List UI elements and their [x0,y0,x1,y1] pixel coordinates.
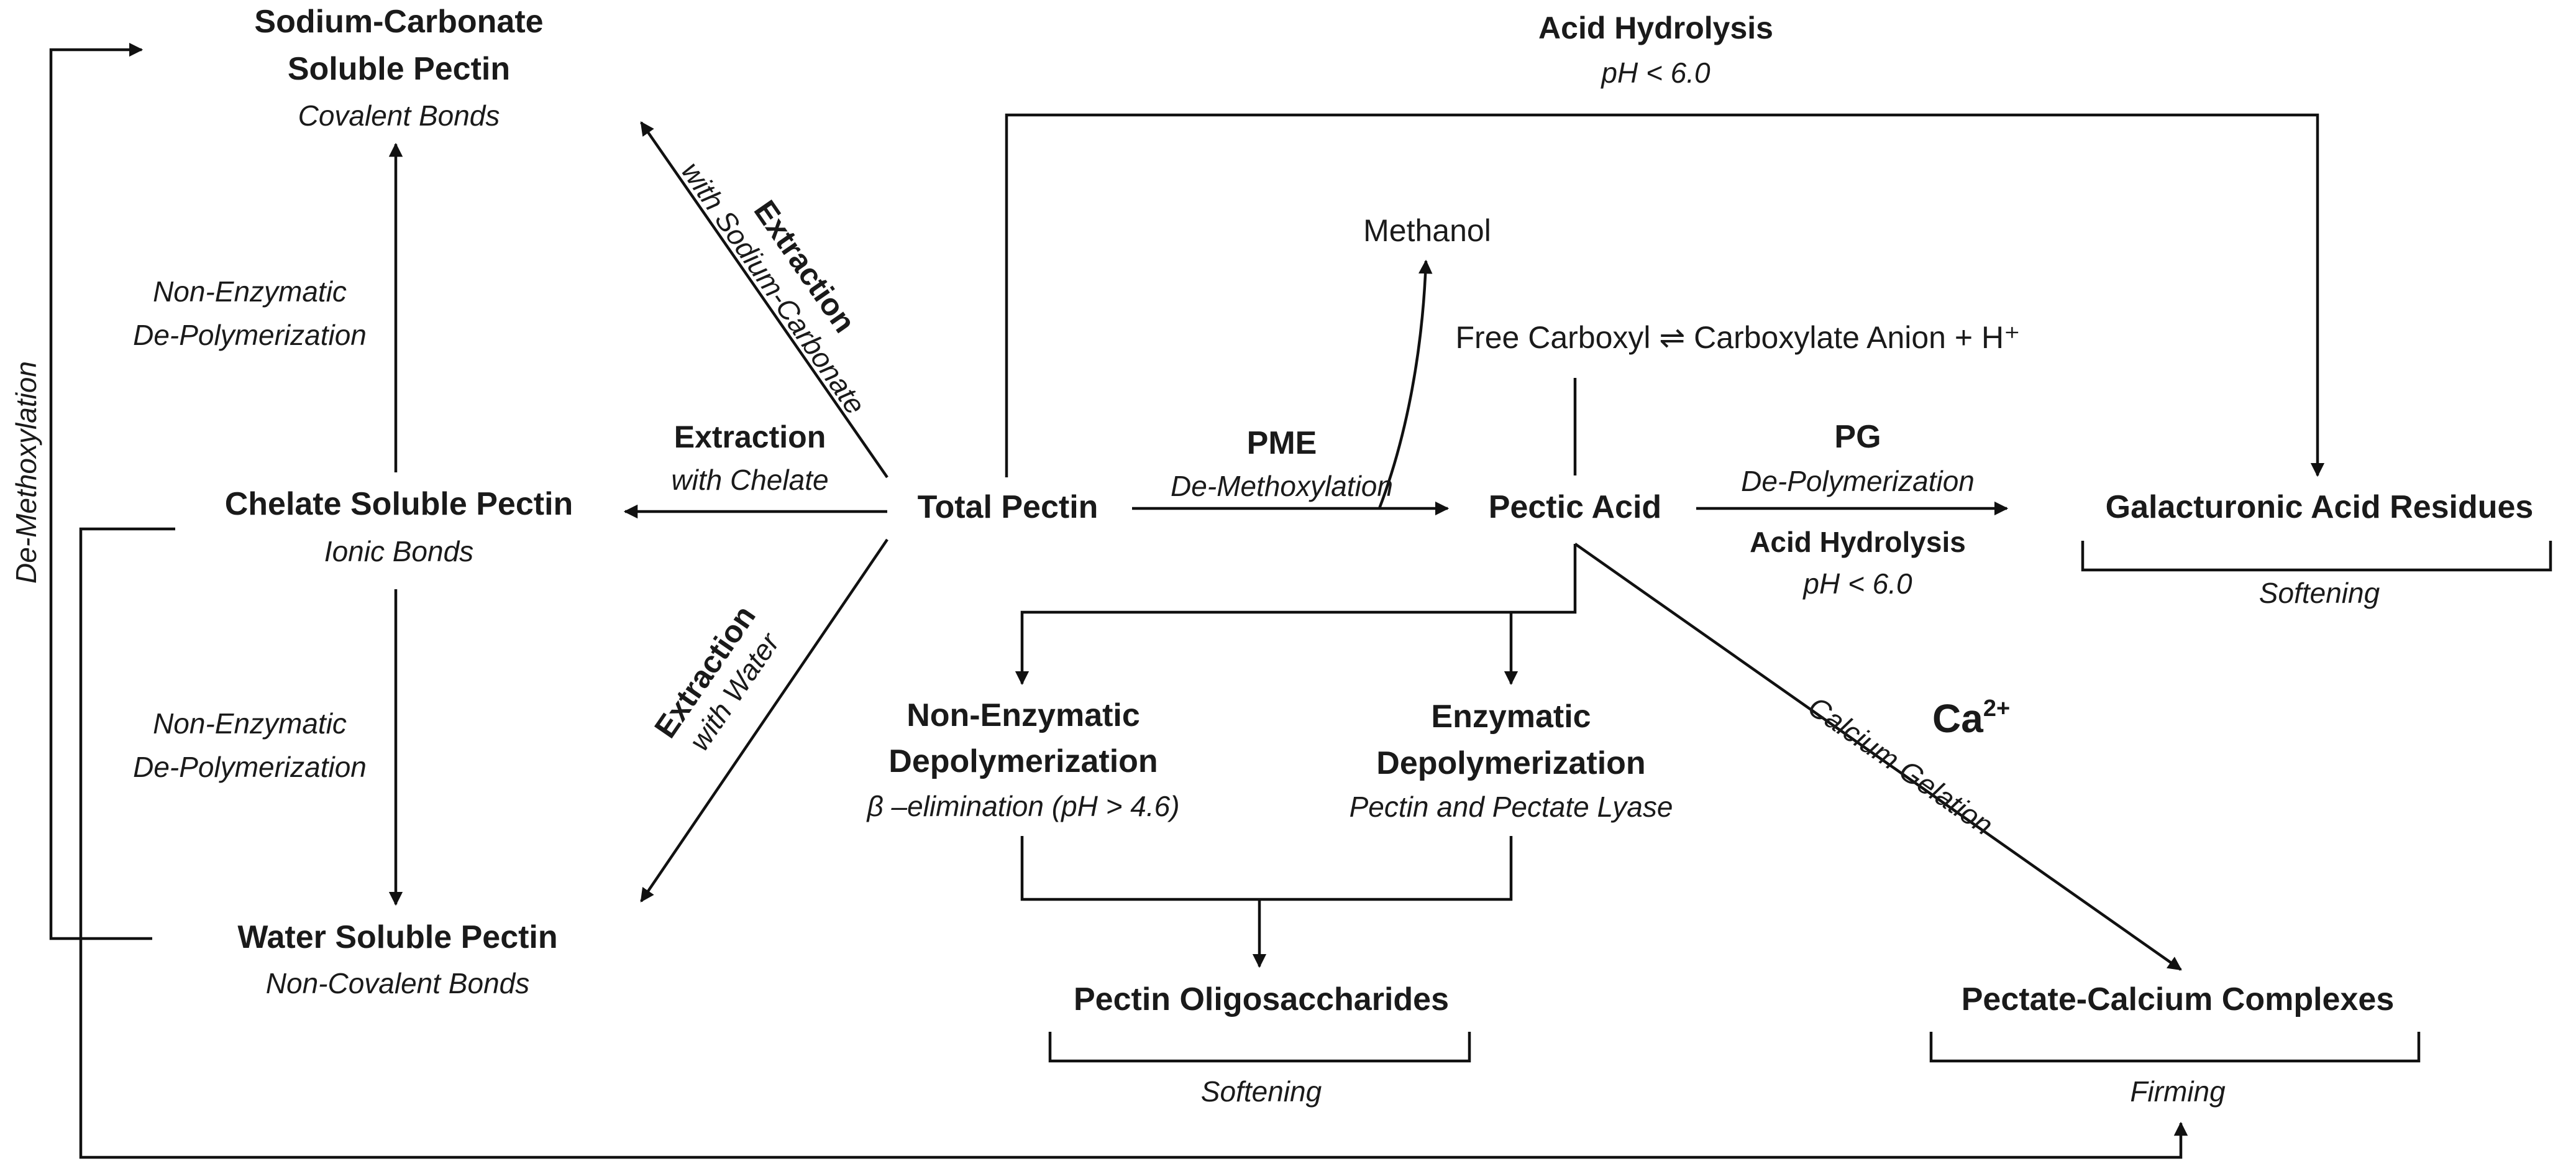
node-title: Soluble Pectin [288,51,510,87]
calcium-ion-label: Ca2+ [1932,696,2010,741]
arrow-acid-hydrolysis-top [1005,113,2325,477]
edge-extraction-sodium-carbonate: Extraction with Sodium-Carbonate [675,156,872,420]
node-title: Pectin Oligosaccharides [1074,981,1449,1017]
node-title: Depolymerization [1376,745,1645,781]
edge-calcium-gelation: Ca2+ Calcium Gelation [1802,690,2010,842]
edge-label: De-Methoxylation [10,361,42,584]
node-total-pectin: Total Pectin [918,489,1098,525]
edge-title: Acid Hydrolysis [1538,11,1773,45]
edge-subtitle: De-Polymerization [1741,465,1975,497]
node-enzymatic-depolymerization: Enzymatic Depolymerization Pectin and Pe… [1350,699,1673,823]
node-title: Enzymatic [1431,699,1591,735]
edge-title: Extraction [674,420,826,454]
edge-title: PG [1834,419,1881,455]
node-title: Water Soluble Pectin [237,919,557,955]
arrow-bottom-loop [79,527,2188,1159]
node-title: Depolymerization [888,743,1158,779]
arrow-demethoxylation-loop [49,42,152,940]
edge-extraction-chelate: Extraction with Chelate [671,420,828,496]
node-title: Chelate Soluble Pectin [225,486,573,522]
edge-line: De-Polymerization [133,751,367,783]
merge-depolymerization [1020,836,1513,901]
edge-de-methoxylation-side: De-Methoxylation [10,361,42,584]
edge-line: Non-Enzymatic [153,275,347,308]
node-title: Sodium-Carbonate [254,4,543,40]
bracket-galacturonic [2081,541,2552,572]
arrow-extraction-sodium [640,121,888,479]
node-note: Softening [1201,1075,1322,1108]
node-subtitle: Non-Covalent Bonds [266,967,529,999]
edge-line: Non-Enzymatic [153,707,347,740]
edge-pg: PG De-Polymerization Acid Hydrolysis pH … [1741,419,1975,600]
node-subtitle: Covalent Bonds [298,99,500,132]
node-title: Non-Enzymatic [907,697,1140,733]
arrow-extraction-water [640,538,888,902]
edge-line: De-Polymerization [133,319,367,351]
node-carboxyl-equilibrium: Free Carboxyl ⇌ Carboxylate Anion + H⁺ [1456,320,2021,355]
edge-non-enzymatic-lower: Non-Enzymatic De-Polymerization [133,707,367,783]
edge-title-secondary: Acid Hydrolysis [1750,526,1966,558]
edge-acid-hydrolysis-top: Acid Hydrolysis pH < 6.0 [1538,11,1773,89]
calcium-ion-charge: 2+ [1983,696,2010,722]
node-title: Galacturonic Acid Residues [2106,489,2534,525]
edge-pme: PME De-Methoxylation [1171,425,1393,502]
node-subtitle: β –elimination (pH > 4.6) [866,790,1179,822]
node-chelate-pectin: Chelate Soluble Pectin Ionic Bonds [225,486,573,567]
node-pectic-acid: Pectic Acid [1489,489,1661,525]
edge-non-enzymatic-upper: Non-Enzymatic De-Polymerization [133,275,367,351]
node-subtitle: Pectin and Pectate Lyase [1350,791,1673,823]
node-sodium-carbonate-pectin: Sodium-Carbonate Soluble Pectin Covalent… [254,4,543,132]
edge-title: PME [1247,425,1317,461]
arrow-to-non-enzymatic [1015,544,1577,686]
edge-condition: pH < 6.0 [1600,57,1710,89]
node-title: Pectate-Calcium Complexes [1962,981,2395,1017]
node-water-pectin: Water Soluble Pectin Non-Covalent Bonds [237,919,557,999]
calcium-ion-symbol: Ca [1932,696,1983,741]
connectors [49,42,2552,1159]
node-subtitle: Ionic Bonds [324,535,473,567]
bracket-oligosaccharides [1048,1032,1471,1063]
node-pectin-oligosaccharides: Pectin Oligosaccharides Softening [1074,981,1449,1108]
node-non-enzymatic-depolymerization: Non-Enzymatic Depolymerization β –elimin… [866,697,1179,822]
node-galacturonic-acid: Galacturonic Acid Residues Softening [2106,489,2534,609]
node-methanol: Methanol [1363,213,1491,248]
arrow-calcium-gelation [1574,543,2182,971]
node-note: Firming [2130,1075,2226,1108]
edge-extraction-water: Extraction with Water [647,599,786,756]
bracket-calcium-complexes [1929,1032,2421,1063]
edge-subtitle: with Chelate [671,464,828,496]
node-note: Softening [2259,577,2380,609]
node-pectate-calcium-complexes: Pectate-Calcium Complexes Firming [1962,981,2395,1108]
arrow-methanol [1377,259,1433,509]
edge-subtitle: De-Methoxylation [1171,470,1393,502]
edge-condition: pH < 6.0 [1802,567,1912,600]
